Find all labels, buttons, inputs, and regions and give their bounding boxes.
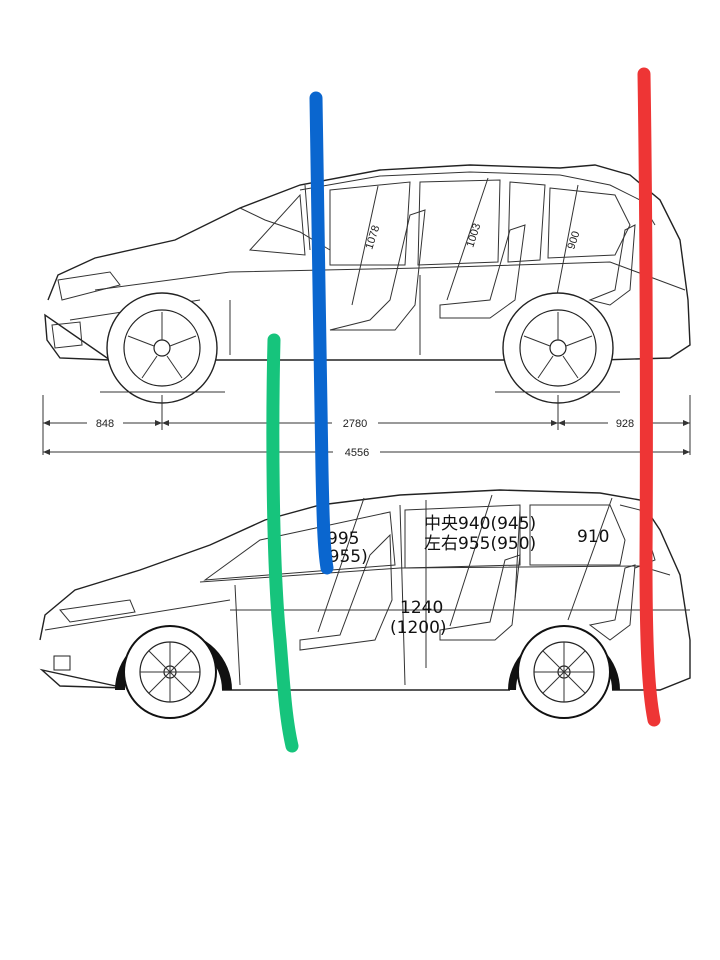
row1-headroom-alt-text: (955) xyxy=(322,547,368,567)
bottom-annotations: 995 (955) 中央940(945) 左右955(950) 1240 (12… xyxy=(322,514,609,638)
row2-sides-text: 左右955(950) xyxy=(424,534,536,554)
top-interior-labels: 1078 1003 900 xyxy=(363,222,582,251)
dimension-lines: 848 2780 928 4556 xyxy=(42,395,691,459)
row3-headroom-label: 900 xyxy=(565,230,582,251)
front-overhang-label: 848 xyxy=(96,418,114,430)
row3-headroom-text: 910 xyxy=(577,527,609,547)
row2-headroom-label: 1003 xyxy=(464,222,483,249)
row1-headroom-text: 995 xyxy=(327,529,359,549)
interior-height-alt-text: (1200) xyxy=(390,618,447,638)
overall-length-label: 4556 xyxy=(345,447,369,459)
rear-overhang-label: 928 xyxy=(616,418,634,430)
row1-headroom-label: 1078 xyxy=(363,224,382,251)
green-marker-line xyxy=(266,333,299,753)
bottom-car-drawing xyxy=(39,489,691,719)
red-marker-line xyxy=(637,67,661,727)
blue-marker-line xyxy=(309,91,334,575)
marker-lines xyxy=(266,67,661,753)
wheelbase-label: 2780 xyxy=(343,418,367,430)
interior-height-text: 1240 xyxy=(400,598,443,618)
row2-center-text: 中央940(945) xyxy=(424,514,536,534)
top-car-drawing xyxy=(44,164,691,404)
